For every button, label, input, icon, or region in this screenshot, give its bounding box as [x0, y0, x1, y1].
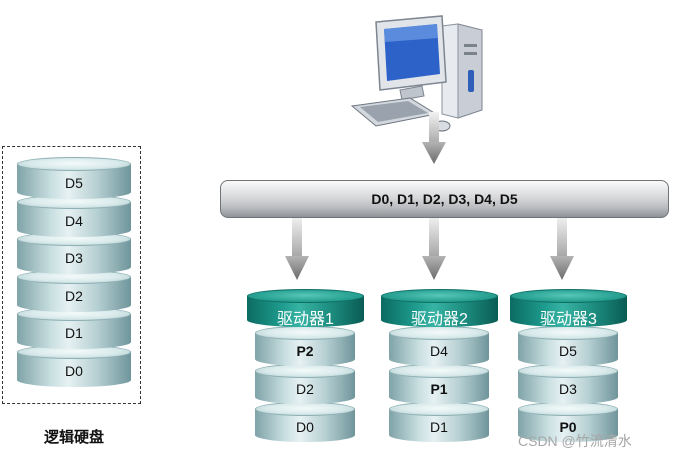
drive-header-top	[381, 289, 498, 303]
drive-block: P1	[389, 364, 489, 404]
drive-block: D4	[389, 326, 489, 366]
logical-disk-block-label: D1	[65, 325, 83, 341]
drive-block: D2	[255, 364, 355, 404]
drive-block-label: P2	[296, 343, 314, 359]
drive-block: P0	[518, 402, 618, 442]
logical-disk-frame	[2, 146, 141, 404]
drive-block-top	[518, 402, 618, 416]
drive-header: 驱动器2	[381, 289, 498, 328]
drive-header-label: 驱动器1	[277, 311, 334, 328]
drive-block: D3	[518, 364, 618, 404]
arrow-down-icon	[550, 216, 574, 280]
drive-block-top	[255, 402, 355, 416]
logical-disk-block-label: D2	[65, 287, 83, 304]
drive-block: D0	[255, 402, 355, 442]
logical-disk-block: D4	[17, 194, 131, 237]
drive-header-top	[510, 289, 627, 303]
drive-block-label: D0	[296, 419, 314, 435]
drive-block-label: D4	[430, 343, 448, 359]
drive-block-top	[518, 364, 618, 378]
logical-disk-block-label: D0	[65, 362, 83, 379]
drive-block-label: D3	[559, 381, 577, 397]
logical-disk-block: D1	[17, 307, 131, 349]
drive-block-top	[389, 402, 489, 416]
drive-header: 驱动器3	[510, 289, 627, 328]
drive-block: D5	[518, 326, 618, 366]
logical-disk-caption: 逻辑硬盘	[43, 429, 104, 446]
watermark: CSDN @竹流清水	[518, 433, 632, 449]
arrow-down-icon	[422, 112, 446, 164]
logical-disk-block-label: D5	[65, 175, 83, 191]
bus-label: D0, D1, D2, D3, D4, D5	[371, 191, 518, 207]
drive-header-top	[247, 289, 364, 303]
logical-disk-block: D5	[17, 157, 131, 199]
logical-disk-block: D2	[17, 269, 131, 312]
drive-header: 驱动器1	[247, 289, 364, 328]
arrow-down-icon	[422, 216, 446, 280]
drive-block-label: D1	[430, 419, 448, 435]
arrow-down-icon	[285, 216, 309, 280]
drive-block-label: D2	[296, 381, 314, 397]
drive-block-label: P0	[559, 419, 577, 435]
drive-header-label: 驱动器3	[540, 311, 597, 328]
drive-header-label: 驱动器2	[411, 311, 468, 328]
drive-block-label: D5	[559, 343, 577, 359]
computer-icon	[350, 15, 483, 132]
logical-disk-block-label: D3	[65, 250, 83, 266]
data-bus: D0, D1, D2, D3, D4, D5	[220, 180, 669, 218]
logical-disk-block-label: D4	[65, 212, 83, 229]
drive-block-top	[255, 364, 355, 378]
logical-disk-block-top	[17, 157, 131, 171]
drive-block: P2	[255, 326, 355, 366]
drive-block-top	[389, 364, 489, 378]
drive-block: D1	[389, 402, 489, 442]
logical-disk-block: D0	[17, 344, 131, 387]
logical-disk-block: D3	[17, 232, 131, 274]
drive-block-label: P1	[430, 381, 448, 397]
